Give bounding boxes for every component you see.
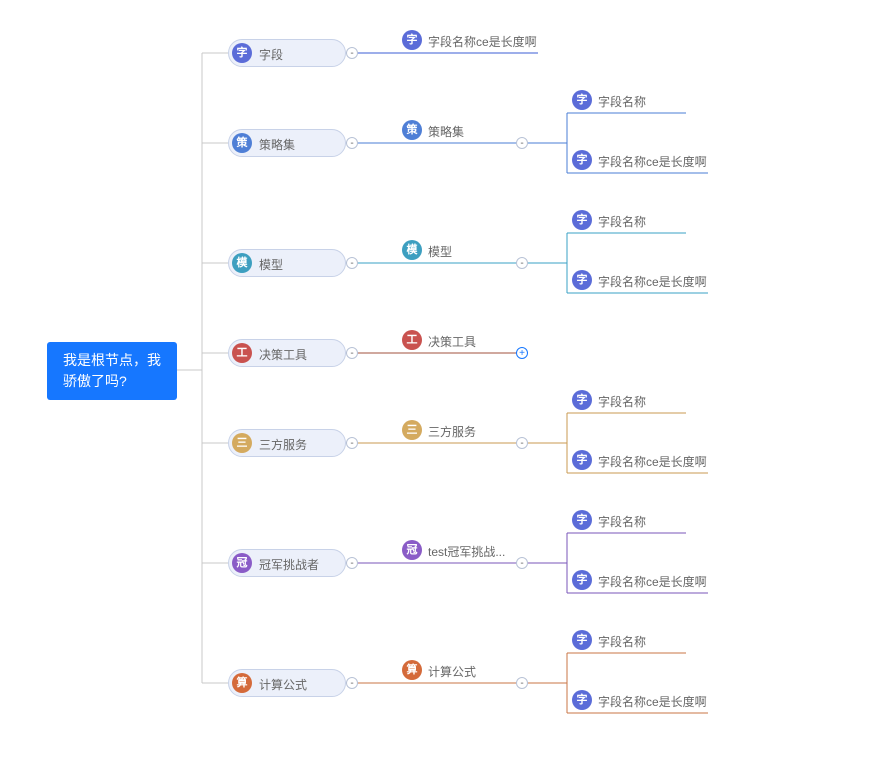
leaf-icon: 字 — [572, 510, 592, 530]
child-icon: 工 — [402, 330, 422, 350]
category-icon: 策 — [232, 133, 252, 153]
collapse-toggle[interactable]: - — [516, 677, 528, 689]
leaf-node-label: 字段名称 — [598, 95, 647, 109]
leaf-icon: 字 — [572, 630, 592, 650]
collapse-toggle[interactable]: - — [516, 137, 528, 149]
branch-node-jisuan[interactable]: 算计算公式 — [228, 669, 346, 697]
category-icon: 三 — [232, 433, 252, 453]
collapse-toggle[interactable]: - — [346, 347, 358, 359]
leaf-node-label: 字段名称ce是长度啊 — [598, 455, 707, 469]
leaf-icon: 字 — [572, 570, 592, 590]
category-icon: 字 — [232, 43, 252, 63]
child-node-label: 三方服务 — [428, 425, 477, 439]
category-icon: 工 — [232, 343, 252, 363]
branch-node-label: 三方服务 — [259, 438, 308, 452]
branch-node-label: 字段 — [259, 48, 284, 62]
leaf-icon: 字 — [572, 150, 592, 170]
branch-node-celue[interactable]: 策策略集 — [228, 129, 346, 157]
leaf-node-label: 字段名称 — [598, 635, 647, 649]
category-icon: 冠 — [232, 553, 252, 573]
category-icon: 算 — [232, 673, 252, 693]
branch-node-juece[interactable]: 工决策工具 — [228, 339, 346, 367]
branch-node-label: 模型 — [259, 258, 284, 272]
collapse-toggle[interactable]: - — [516, 557, 528, 569]
branch-node-label: 计算公式 — [259, 678, 308, 692]
collapse-toggle[interactable]: - — [516, 257, 528, 269]
branch-node-label: 决策工具 — [259, 348, 308, 362]
leaf-icon: 字 — [572, 390, 592, 410]
child-node-label: 策略集 — [428, 125, 465, 139]
child-node-label: test冠军挑战... — [428, 545, 506, 559]
child-icon: 模 — [402, 240, 422, 260]
collapse-toggle[interactable]: - — [346, 437, 358, 449]
branch-node-label: 策略集 — [259, 138, 296, 152]
leaf-icon: 字 — [572, 270, 592, 290]
branch-node-moxing[interactable]: 模模型 — [228, 249, 346, 277]
leaf-node-label: 字段名称 — [598, 215, 647, 229]
leaf-icon: 字 — [572, 690, 592, 710]
category-icon: 模 — [232, 253, 252, 273]
child-icon: 三 — [402, 420, 422, 440]
leaf-icon: 字 — [572, 450, 592, 470]
child-icon: 字 — [402, 30, 422, 50]
collapse-toggle[interactable]: - — [346, 677, 358, 689]
child-icon: 冠 — [402, 540, 422, 560]
child-icon: 策 — [402, 120, 422, 140]
leaf-node-label: 字段名称 — [598, 395, 647, 409]
leaf-icon: 字 — [572, 90, 592, 110]
leaf-node-label: 字段名称ce是长度啊 — [598, 275, 707, 289]
expand-toggle[interactable]: + — [516, 347, 528, 359]
root-node[interactable]: 我是根节点，我骄傲了吗? — [47, 342, 177, 400]
collapse-toggle[interactable]: - — [346, 557, 358, 569]
branch-node-guanjun[interactable]: 冠冠军挑战者 — [228, 549, 346, 577]
child-node-label: 计算公式 — [428, 665, 477, 679]
branch-node-label: 冠军挑战者 — [259, 558, 320, 572]
branch-node-sanfang[interactable]: 三三方服务 — [228, 429, 346, 457]
leaf-node-label: 字段名称 — [598, 515, 647, 529]
collapse-toggle[interactable]: - — [346, 47, 358, 59]
leaf-icon: 字 — [572, 210, 592, 230]
child-icon: 算 — [402, 660, 422, 680]
leaf-node-label: 字段名称ce是长度啊 — [598, 695, 707, 709]
collapse-toggle[interactable]: - — [516, 437, 528, 449]
collapse-toggle[interactable]: - — [346, 137, 358, 149]
root-node-label: 我是根节点，我骄傲了吗? — [63, 352, 161, 389]
collapse-toggle[interactable]: - — [346, 257, 358, 269]
child-node-label: 字段名称ce是长度啊 — [428, 35, 537, 49]
child-node-label: 模型 — [428, 245, 453, 259]
leaf-node-label: 字段名称ce是长度啊 — [598, 575, 707, 589]
child-node-label: 决策工具 — [428, 335, 477, 349]
leaf-node-label: 字段名称ce是长度啊 — [598, 155, 707, 169]
branch-node-ziduan[interactable]: 字字段 — [228, 39, 346, 67]
